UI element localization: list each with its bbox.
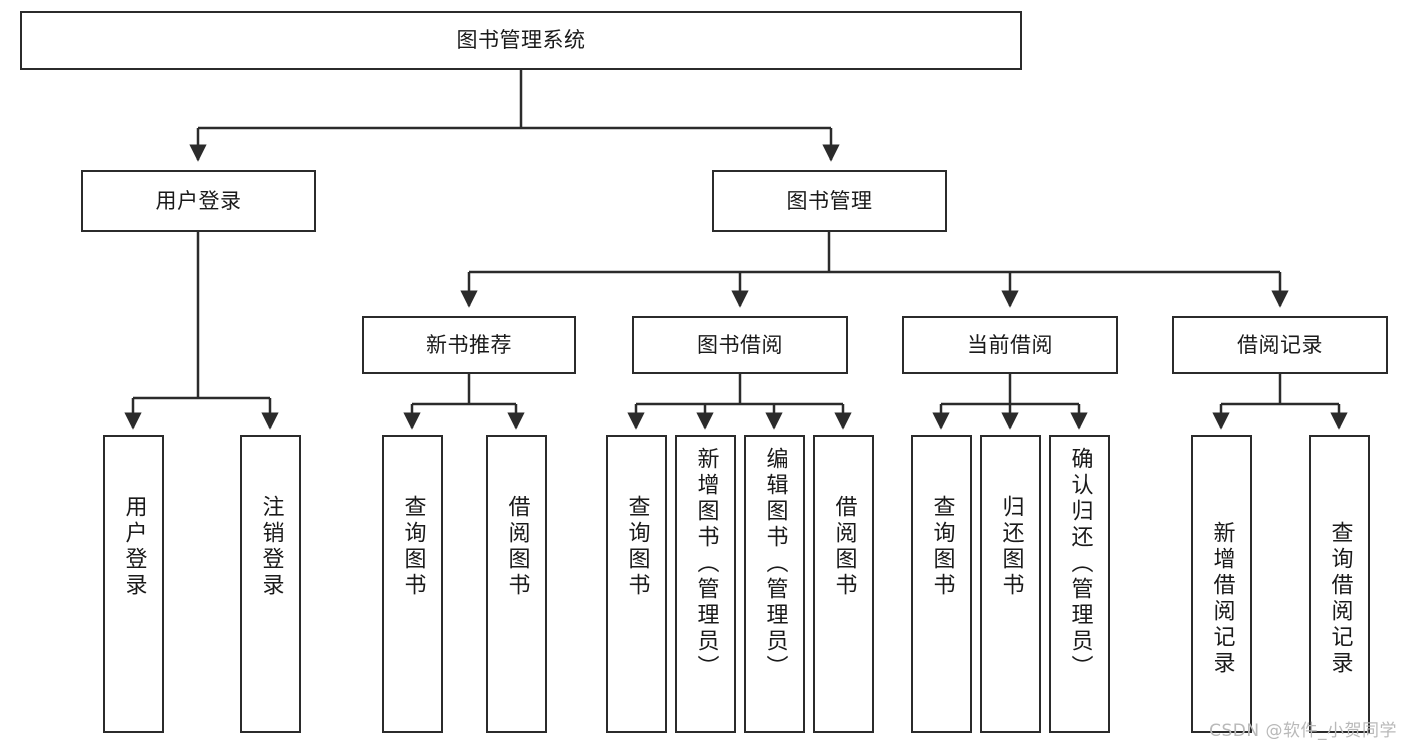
node-new-book-recommend[interactable]: 新书推荐 xyxy=(362,316,576,374)
node-label: 图书管理 xyxy=(786,188,873,213)
leaf-user-login[interactable]: 用户登录 xyxy=(103,435,164,733)
node-label: 新书推荐 xyxy=(426,332,512,357)
leaf-return-book[interactable]: 归还图书 xyxy=(980,435,1041,733)
node-label: 确认归还（管理员） xyxy=(1067,447,1093,681)
node-book-borrow[interactable]: 图书借阅 xyxy=(632,316,848,374)
node-label: 新增借阅记录 xyxy=(1209,521,1235,677)
leaf-add-borrow-record[interactable]: 新增借阅记录 xyxy=(1191,435,1252,733)
node-book-management[interactable]: 图书管理 xyxy=(712,170,947,232)
node-label: 查询图书 xyxy=(400,495,426,599)
node-user-login[interactable]: 用户登录 xyxy=(81,170,316,232)
node-label: 归还图书 xyxy=(998,495,1024,599)
leaf-query-borrow-record[interactable]: 查询借阅记录 xyxy=(1309,435,1370,733)
node-borrow-record[interactable]: 借阅记录 xyxy=(1172,316,1388,374)
node-label: 图书借阅 xyxy=(697,332,783,357)
leaf-borrow-book[interactable]: 借阅图书 xyxy=(813,435,874,733)
node-label: 新增图书（管理员） xyxy=(693,447,719,681)
leaf-edit-book-admin[interactable]: 编辑图书（管理员） xyxy=(744,435,805,733)
node-label: 借阅图书 xyxy=(831,495,857,599)
watermark: CSDN @软件_小贺同学 xyxy=(1209,721,1397,741)
node-label: 借阅图书 xyxy=(504,495,530,599)
node-current-borrow[interactable]: 当前借阅 xyxy=(902,316,1118,374)
node-label: 用户登录 xyxy=(121,495,147,599)
node-label: 注销登录 xyxy=(258,495,284,599)
leaf-query-book-borrow[interactable]: 查询图书 xyxy=(606,435,667,733)
node-label: 借阅记录 xyxy=(1237,332,1323,357)
node-root-system[interactable]: 图书管理系统 xyxy=(20,11,1022,70)
node-label: 图书管理系统 xyxy=(456,28,586,53)
node-label: 编辑图书（管理员） xyxy=(762,447,788,681)
node-label: 用户登录 xyxy=(155,188,242,213)
node-label: 当前借阅 xyxy=(967,332,1053,357)
leaf-query-book-current[interactable]: 查询图书 xyxy=(911,435,972,733)
leaf-query-book-recommend[interactable]: 查询图书 xyxy=(382,435,443,733)
leaf-add-book-admin[interactable]: 新增图书（管理员） xyxy=(675,435,736,733)
leaf-borrow-book-recommend[interactable]: 借阅图书 xyxy=(486,435,547,733)
node-label: 查询图书 xyxy=(929,495,955,599)
node-label: 查询借阅记录 xyxy=(1327,521,1353,677)
node-label: 查询图书 xyxy=(624,495,650,599)
leaf-user-logout[interactable]: 注销登录 xyxy=(240,435,301,733)
leaf-confirm-return-admin[interactable]: 确认归还（管理员） xyxy=(1049,435,1110,733)
